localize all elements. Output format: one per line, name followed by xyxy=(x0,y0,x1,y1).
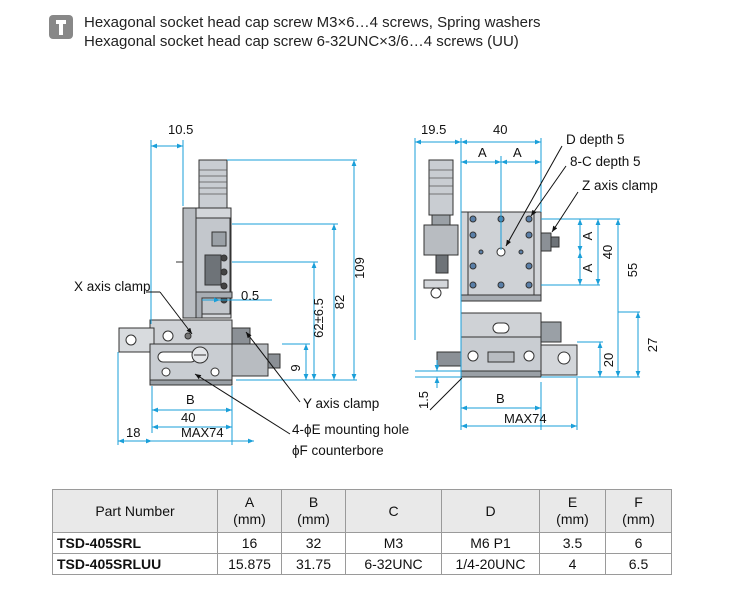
dim-b-front: B xyxy=(496,391,505,406)
callout-counterbore: ϕF counterbore xyxy=(292,443,384,458)
callout-x-axis-clamp: X axis clamp xyxy=(74,279,151,294)
header-f: F(mm) xyxy=(605,489,672,533)
callout-c-depth: 8-C depth 5 xyxy=(570,154,641,169)
right-view xyxy=(423,159,578,378)
cell-e: 3.5 xyxy=(539,532,606,554)
dim-max74: MAX74 xyxy=(181,425,224,440)
cell-a: 15.875 xyxy=(217,553,282,575)
dim-55: 55 xyxy=(625,263,640,277)
dim-max74-front: MAX74 xyxy=(504,411,547,426)
dim-a-left: A xyxy=(478,145,487,160)
right-dimensions xyxy=(414,138,641,430)
header-d: D xyxy=(441,489,540,533)
header-c: C xyxy=(345,489,442,533)
dim-b: B xyxy=(186,392,195,407)
cell-part-number: TSD-405SRLUU xyxy=(52,553,218,575)
dim-19-5: 19.5 xyxy=(421,122,446,137)
callout-y-axis-clamp: Y axis clamp xyxy=(303,396,379,411)
cell-b: 32 xyxy=(281,532,346,554)
dim-18: 18 xyxy=(126,425,140,440)
micrometer-head xyxy=(198,159,228,216)
cell-e: 4 xyxy=(539,553,606,575)
hardware-note-2: Hexagonal socket head cap screw 6-32UNC×… xyxy=(84,33,519,50)
dim-a-vert-bottom: A xyxy=(580,263,595,272)
cell-f: 6.5 xyxy=(605,553,672,575)
callout-z-axis-clamp: Z axis clamp xyxy=(582,178,658,193)
hardware-note-1: Hexagonal socket head cap screw M3×6…4 s… xyxy=(84,14,541,31)
dim-20: 20 xyxy=(601,353,616,367)
dim-a-right: A xyxy=(513,145,522,160)
cell-b: 31.75 xyxy=(281,553,346,575)
header-a: A(mm) xyxy=(217,489,282,533)
spec-table: Part Number A(mm) B(mm) C D E(mm) F(mm) … xyxy=(52,489,672,575)
cell-c: 6-32UNC xyxy=(345,553,442,575)
dim-1-5: 1.5 xyxy=(416,391,431,409)
micrometer-head-front xyxy=(428,159,454,216)
left-view xyxy=(118,159,281,386)
dim-a-vert-top: A xyxy=(580,231,595,240)
dim-109: 109 xyxy=(352,257,367,279)
cell-c: M3 xyxy=(345,532,442,554)
dim-9: 9 xyxy=(288,364,303,371)
technical-drawing: 10.5 109 82 62±6.5 0.5 9 B 40 MAX74 18 X… xyxy=(74,122,660,458)
dim-62: 62±6.5 xyxy=(311,298,326,338)
table-header-row: Part Number A(mm) B(mm) C D E(mm) F(mm) xyxy=(52,489,672,533)
callout-d-depth: D depth 5 xyxy=(566,132,625,147)
dim-40-top: 40 xyxy=(493,122,507,137)
header-e: E(mm) xyxy=(539,489,606,533)
dim-82: 82 xyxy=(332,295,347,309)
cell-part-number: TSD-405SRL xyxy=(52,532,218,554)
cell-a: 16 xyxy=(217,532,282,554)
cell-f: 6 xyxy=(605,532,672,554)
screw-info-icon xyxy=(49,15,73,39)
callout-mounting-hole: 4-ϕE mounting hole xyxy=(292,422,409,437)
left-dimensions xyxy=(117,140,357,445)
dim-27: 27 xyxy=(645,338,660,352)
table-row: TSD-405SRL 16 32 M3 M6 P1 3.5 6 xyxy=(52,532,672,554)
cell-d: 1/4-20UNC xyxy=(441,553,540,575)
header-part-number: Part Number xyxy=(52,489,218,533)
dim-40-vert: 40 xyxy=(600,245,615,259)
dim-40: 40 xyxy=(181,410,195,425)
dim-10-5: 10.5 xyxy=(168,122,193,137)
cell-d: M6 P1 xyxy=(441,532,540,554)
header-b: B(mm) xyxy=(281,489,346,533)
table-row: TSD-405SRLUU 15.875 31.75 6-32UNC 1/4-20… xyxy=(52,553,672,575)
dim-0-5: 0.5 xyxy=(241,288,259,303)
